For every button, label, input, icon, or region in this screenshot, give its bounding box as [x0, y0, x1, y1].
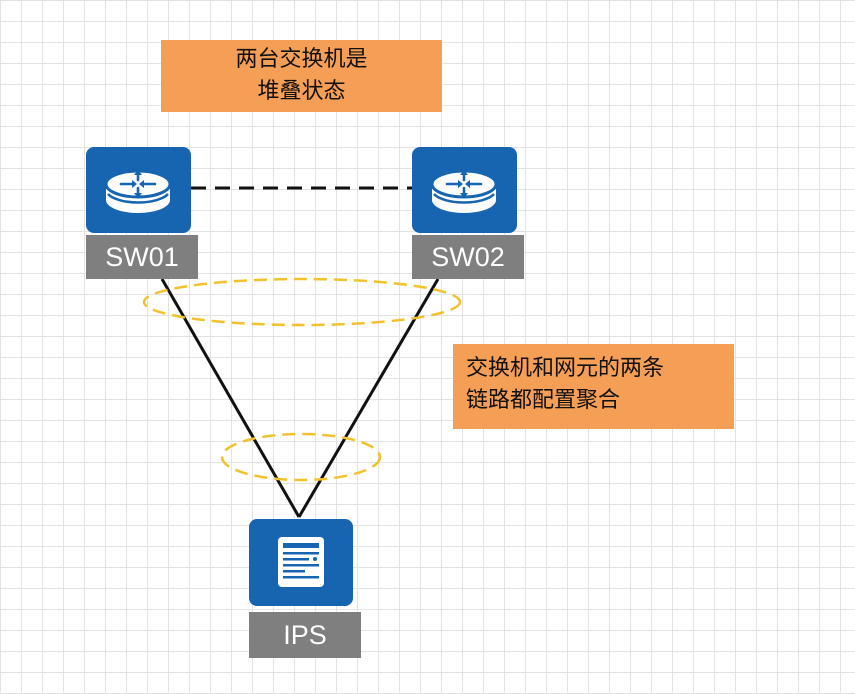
router-icon [430, 169, 498, 213]
sw02-label: SW02 [412, 235, 524, 279]
stack-note: 两台交换机是 堆叠状态 [161, 40, 442, 112]
switch-sw01[interactable] [86, 147, 191, 233]
stack-note-line-1: 两台交换机是 [235, 47, 368, 72]
link-sw02-ips [297, 278, 440, 518]
lag-ellipse-ips-side [220, 432, 382, 482]
lag-ellipse-switch-side [142, 277, 462, 327]
stack-note-line-2: 堆叠状态 [257, 79, 346, 104]
switch-sw02[interactable] [412, 147, 517, 233]
router-icon [104, 169, 172, 213]
ips-label: IPS [249, 612, 361, 658]
link-sw01-ips [160, 278, 301, 518]
aggregation-note-line-2: 链路都配置聚合 [466, 388, 621, 413]
aggregation-note-line-1: 交换机和网元的两条 [466, 356, 665, 381]
aggregation-note: 交换机和网元的两条 链路都配置聚合 [453, 344, 734, 429]
ips-appliance-icon [278, 537, 324, 587]
sw01-label: SW01 [86, 235, 198, 279]
ips-device[interactable] [249, 519, 353, 606]
